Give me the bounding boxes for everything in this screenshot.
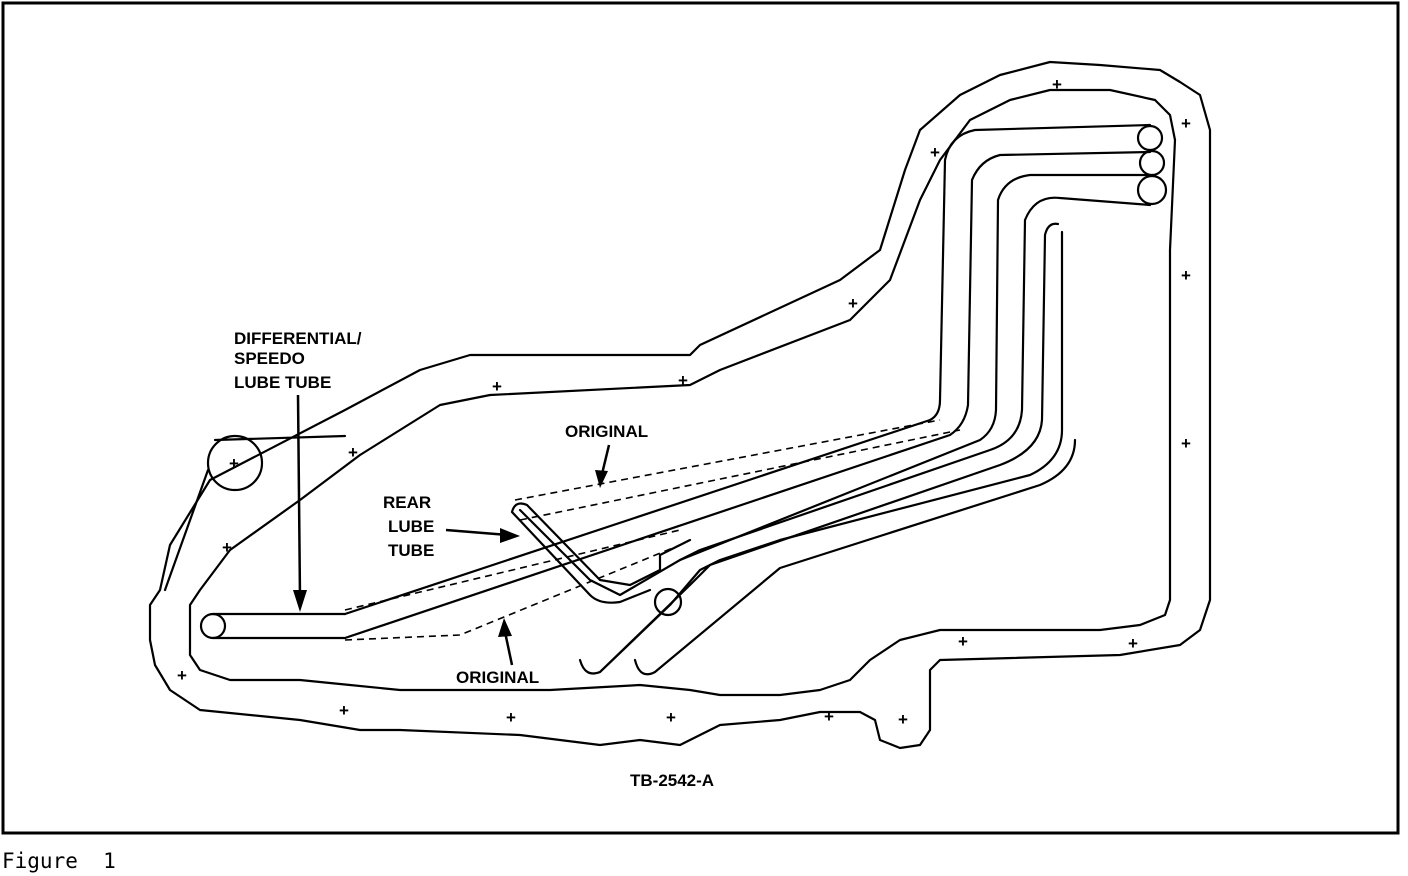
corner-boss xyxy=(206,434,264,492)
lower-tube-c xyxy=(633,438,1077,676)
label-rear-line1: REAR xyxy=(383,493,431,512)
svg-text:+: + xyxy=(1181,266,1191,285)
lower-tube-end xyxy=(1138,149,1166,177)
bolt-marks: + + + + + + + + + + + + + + + + + + + xyxy=(177,75,1191,729)
lower-tube-a xyxy=(578,222,1060,675)
diff-tube-rise-inner xyxy=(343,150,1152,640)
label-diff-line2: SPEEDO xyxy=(234,349,305,368)
middle-tube-end xyxy=(1136,174,1168,206)
svg-text:+: + xyxy=(930,143,940,162)
label-original-bottom: ORIGINAL xyxy=(456,668,539,687)
leader-arrows xyxy=(293,394,611,666)
middle-tube-b xyxy=(678,196,1152,562)
diff-tube-top-end xyxy=(1136,124,1164,152)
svg-text:+: + xyxy=(898,710,908,729)
original-route-bottom xyxy=(344,529,681,641)
svg-text:+: + xyxy=(1181,434,1191,453)
label-original-top: ORIGINAL xyxy=(565,422,648,441)
lower-tube-b xyxy=(598,230,1064,674)
svg-text:+: + xyxy=(824,707,834,726)
svg-text:+: + xyxy=(678,371,688,390)
middle-tube-a xyxy=(518,173,1152,597)
label-diff-line3: LUBE TUBE xyxy=(234,373,331,392)
label-rear-line3: TUBE xyxy=(388,541,434,560)
figure-caption: Figure 1 xyxy=(2,849,116,873)
lower-tube-elbow xyxy=(653,587,683,617)
svg-text:+: + xyxy=(348,443,358,462)
svg-text:+: + xyxy=(339,701,349,720)
label-rear-line2: LUBE xyxy=(388,517,434,536)
pan-outer-outline xyxy=(148,60,1212,750)
boss-tangent-top xyxy=(213,434,347,442)
svg-text:+: + xyxy=(1181,114,1191,133)
label-diff-line1: DIFFERENTIAL/ xyxy=(234,329,362,348)
rear-lube-tube xyxy=(510,502,692,604)
boss-tangent-left xyxy=(163,468,210,592)
svg-text:+: + xyxy=(666,708,676,727)
svg-text:+: + xyxy=(1128,634,1138,653)
diff-tube-rise xyxy=(343,123,1152,616)
diff-tube-end xyxy=(199,612,227,640)
drawing-code: TB-2542-A xyxy=(630,771,714,790)
svg-text:+: + xyxy=(1052,75,1062,94)
svg-text:+: + xyxy=(848,294,858,313)
svg-text:+: + xyxy=(506,708,516,727)
diagram-border xyxy=(1,1,1400,835)
svg-text:+: + xyxy=(177,666,187,685)
svg-text:+: + xyxy=(222,538,232,557)
svg-text:+: + xyxy=(958,632,968,651)
original-route-top xyxy=(514,419,961,521)
svg-text:+: + xyxy=(229,454,239,473)
pan-inner-outline xyxy=(188,88,1177,697)
svg-text:+: + xyxy=(492,377,502,396)
